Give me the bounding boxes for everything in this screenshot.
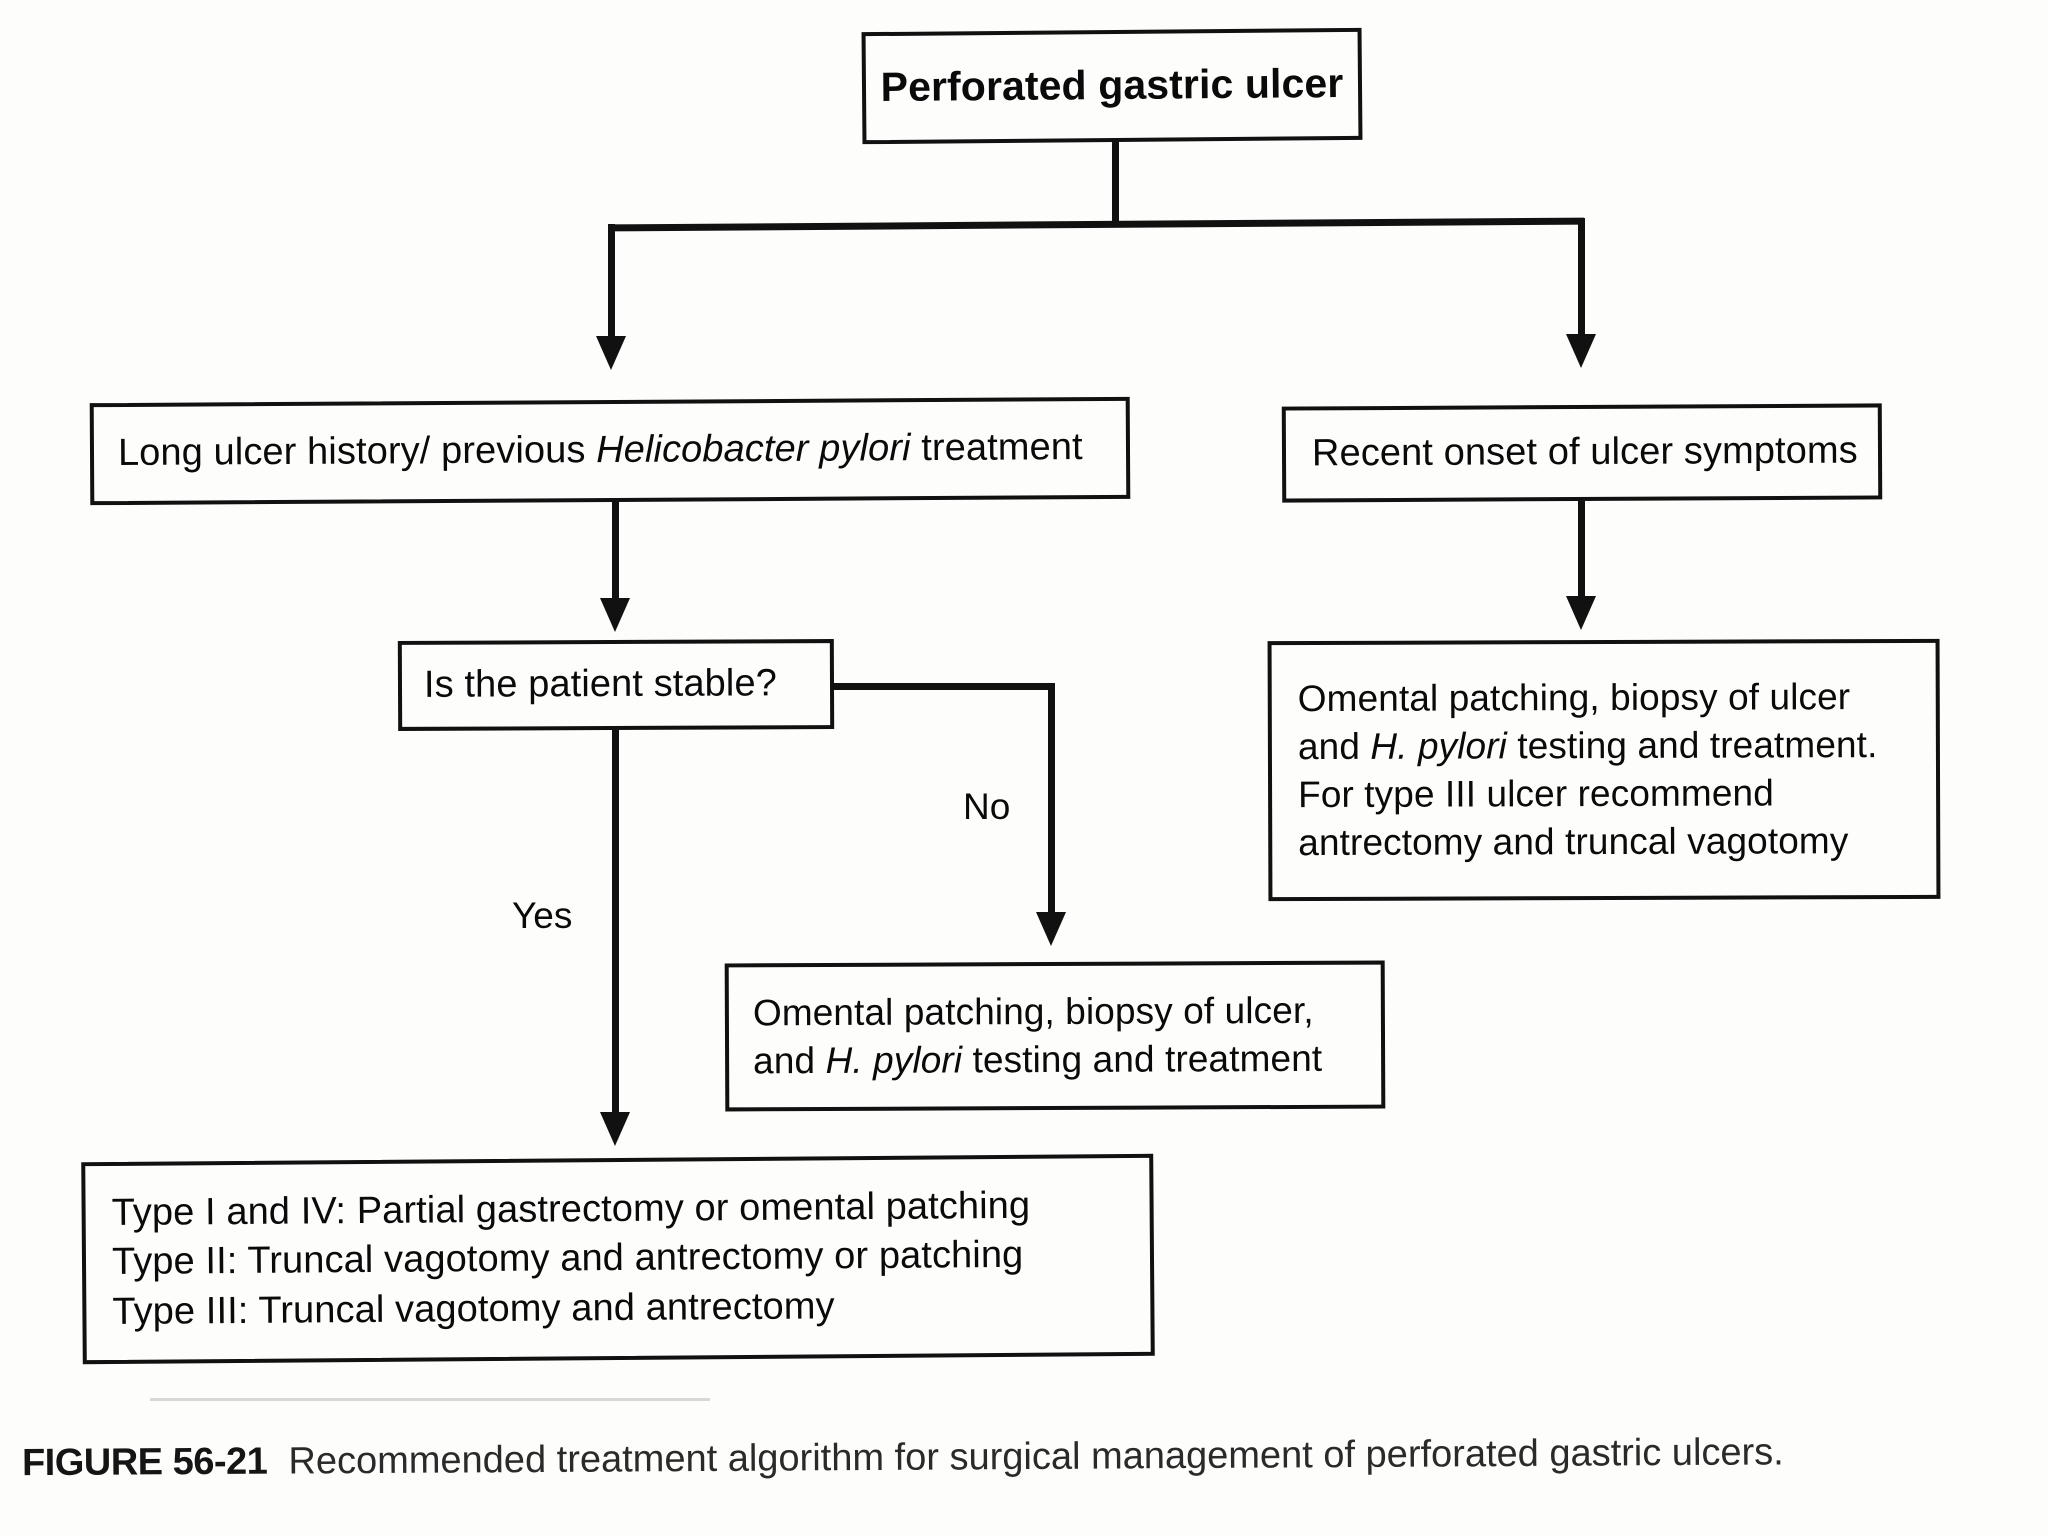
node-perforated-gastric-ulcer: Perforated gastric ulcer — [861, 27, 1363, 145]
node-omental-patching-unstable: Omental patching, biopsy of ulcer, and H… — [724, 960, 1386, 1112]
figure-caption-text: Recommended treatment algorithm for surg… — [288, 1431, 1784, 1483]
node-root-label: Perforated gastric ulcer — [880, 60, 1344, 111]
node-ulcer-type-treatments: Type I and IV: Partial gastrectomy or om… — [81, 1153, 1155, 1365]
node-long-ulcer-history: Long ulcer history/ previous Helicobacte… — [89, 396, 1131, 506]
connector-yes-path — [612, 728, 619, 1118]
history-text-b: treatment — [910, 426, 1083, 470]
omental-right-organism-italic: H. pylori — [1370, 725, 1508, 767]
node-omental-patching-type-iii: Omental patching, biopsy of ulcer and H.… — [1267, 638, 1941, 902]
types-line-1: Type I and IV: Partial gastrectomy or om… — [111, 1184, 1031, 1234]
node-history-label: Long ulcer history/ previous Helicobacte… — [118, 423, 1083, 478]
arrowhead-to-omental-mid — [1036, 912, 1066, 946]
connector-left-arm — [608, 224, 615, 342]
node-recent-label: Recent onset of ulcer symptoms — [1311, 429, 1858, 475]
omental-mid-text-a: and — [753, 1040, 826, 1082]
omental-right-line-2: and H. pylori testing and treatment. — [1298, 721, 1878, 771]
figure-number: FIGURE 56-21 — [21, 1440, 268, 1485]
omental-right-text-a: and — [1297, 725, 1371, 767]
history-text-a: Long ulcer history/ previous — [117, 429, 597, 475]
arrowhead-to-types — [600, 1112, 630, 1146]
types-line-3: Type III: Truncal vagotomy and antrectom… — [112, 1284, 835, 1333]
arrowhead-to-recent — [1566, 334, 1596, 368]
connector-root-stem — [1112, 140, 1119, 224]
node-is-patient-stable: Is the patient stable? — [397, 639, 835, 731]
omental-right-text-b: testing and treatment. — [1506, 723, 1878, 767]
node-stable-label: Is the patient stable? — [423, 662, 777, 707]
omental-mid-text-b: testing and treatment — [962, 1037, 1323, 1081]
types-line-2: Type II: Truncal vagotomy and antrectomy… — [111, 1234, 1024, 1284]
connector-split-bar — [607, 217, 1585, 232]
figure-caption: FIGURE 56-21 Recommended treatment algor… — [22, 1430, 2032, 1485]
omental-right-line-1: Omental patching, biopsy of ulcer — [1297, 675, 1851, 719]
omental-right-line-3: For type III ulcer recommend — [1298, 772, 1774, 816]
edge-label-no: No — [963, 786, 1011, 827]
edge-label-yes: Yes — [512, 895, 573, 936]
omental-mid-organism-italic: H. pylori — [825, 1039, 963, 1082]
omental-mid-line-1: Omental patching, biopsy of ulcer, — [752, 989, 1314, 1034]
omental-mid-line-2: and H. pylori testing and treatment — [753, 1035, 1322, 1086]
connector-right-arm — [1578, 218, 1585, 340]
connector-history-to-stable — [612, 500, 619, 604]
connector-recent-to-omental-right — [1578, 500, 1585, 602]
node-recent-onset-symptoms: Recent onset of ulcer symptoms — [1281, 403, 1883, 503]
connector-no-vertical — [1048, 683, 1055, 919]
arrowhead-to-stable — [600, 598, 630, 632]
arrowhead-to-omental-right — [1566, 596, 1596, 630]
history-organism-italic: Helicobacter pylori — [596, 427, 911, 472]
caption-space — [267, 1441, 288, 1483]
connector-no-horizontal — [830, 683, 1054, 690]
arrowhead-to-history — [596, 336, 626, 370]
omental-right-line-4: antrectomy and truncal vagotomy — [1298, 820, 1849, 864]
scan-artifact — [150, 1398, 710, 1401]
